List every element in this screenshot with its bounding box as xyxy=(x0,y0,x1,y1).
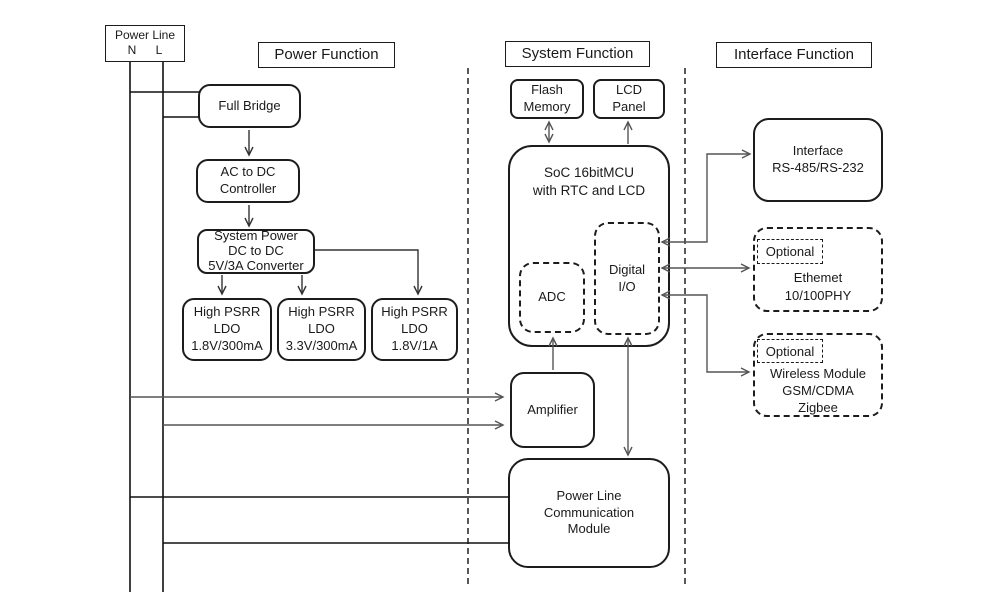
dc-dc-converter-box: System Power DC to DC 5V/3A Converter xyxy=(197,228,315,274)
terminal-n-label: N xyxy=(127,43,137,57)
soc-mcu-box: SoC 16bitMCU with RTC and LCD xyxy=(508,145,670,347)
ldo-1v8-300ma-label: High PSRR LDO 1.8V/300mA xyxy=(191,304,263,353)
header-power-function-label: Power Function xyxy=(274,46,379,64)
header-system-function-label: System Function xyxy=(521,45,634,63)
lcd-panel-label: LCD Panel xyxy=(612,82,646,114)
ldo-1v8-1a-label: High PSRR LDO 1.8V/1A xyxy=(381,304,448,353)
header-system-function: System Function xyxy=(505,41,650,67)
amplifier-label: Amplifier xyxy=(527,401,578,417)
ldo-1v8-300ma-box: High PSRR LDO 1.8V/300mA xyxy=(182,298,272,361)
plc-module-box: Power Line Communication Module xyxy=(508,458,670,568)
digital-io-box: Digital I/O xyxy=(594,222,660,335)
power-line-title: Power Line xyxy=(114,28,176,42)
arrow-digitalio-wireless xyxy=(660,290,751,377)
wireless-module-box: Optional Wireless Module GSM/CDMA Zigbee xyxy=(753,333,883,417)
arrow-converter-to-ldo3 xyxy=(315,249,423,296)
amplifier-box: Amplifier xyxy=(510,372,595,448)
interface-rs485-rs232-box: Interface RS-485/RS-232 xyxy=(753,118,883,202)
soc-mcu-label: SoC 16bitMCU with RTC and LCD xyxy=(532,165,646,198)
full-bridge-box: Full Bridge xyxy=(198,84,301,128)
interface-rs485-rs232-label: Interface RS-485/RS-232 xyxy=(772,143,864,175)
lcd-panel-box: LCD Panel xyxy=(593,79,665,119)
ethernet-optional-label: Optional xyxy=(765,244,815,259)
power-line-source-box: Power Line N L xyxy=(105,25,185,62)
wireless-optional-label: Optional xyxy=(765,343,815,359)
wireless-module-label: Wireless Module GSM/CDMA Zigbee xyxy=(769,366,867,415)
ethernet-box: Optional Ethemet 10/100PHY xyxy=(753,227,883,312)
ldo-3v3-300ma-box: High PSRR LDO 3.3V/300mA xyxy=(277,298,366,361)
adc-box: ADC xyxy=(519,262,585,333)
ethernet-label: Ethemet 10/100PHY xyxy=(784,270,852,303)
ac-dc-controller-box: AC to DC Controller xyxy=(196,159,300,203)
terminal-l-label: L xyxy=(155,43,163,57)
flash-memory-label: Flash Memory xyxy=(523,82,571,114)
header-interface-function: Interface Function xyxy=(716,42,872,68)
ethernet-optional-tag: Optional xyxy=(757,239,823,264)
header-interface-function-label: Interface Function xyxy=(733,46,855,64)
header-power-function: Power Function xyxy=(258,42,395,68)
wireless-optional-tag: Optional xyxy=(757,339,823,363)
plc-module-label: Power Line Communication Module xyxy=(543,487,635,537)
flash-memory-box: Flash Memory xyxy=(510,79,584,119)
adc-label: ADC xyxy=(538,289,566,305)
dc-dc-converter-label: System Power DC to DC 5V/3A Converter xyxy=(208,228,304,273)
ldo-3v3-300ma-label: High PSRR LDO 3.3V/300mA xyxy=(285,304,358,353)
digital-io-label: Digital I/O xyxy=(608,261,646,294)
full-bridge-label: Full Bridge xyxy=(218,97,281,113)
ac-dc-controller-label: AC to DC Controller xyxy=(219,164,277,196)
arrow-digitalio-rs485 xyxy=(660,149,752,247)
ldo-1v8-1a-box: High PSRR LDO 1.8V/1A xyxy=(371,298,458,361)
